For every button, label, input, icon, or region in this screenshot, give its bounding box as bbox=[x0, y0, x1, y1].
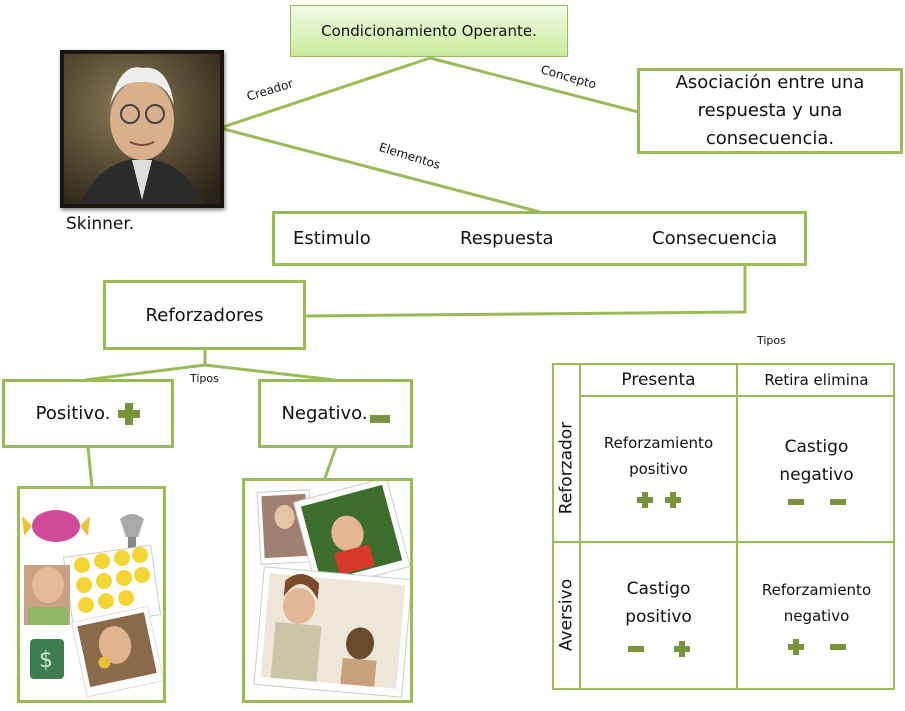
cell-negative-punishment: Castigo negativo bbox=[738, 397, 895, 541]
line-elements bbox=[219, 126, 541, 214]
row-header-aversive: Aversivo bbox=[556, 578, 577, 652]
positive-label: Positivo. bbox=[35, 403, 111, 424]
cell-positive-reinforcement-text: Reforzamiento positivo bbox=[603, 434, 714, 478]
row-header-reinforcer: Reforzador bbox=[556, 421, 577, 515]
cell-negative-punishment-text: Castigo negativo bbox=[779, 437, 854, 485]
element-stimulus: Estimulo bbox=[293, 228, 371, 249]
concept-text: Asociación entre una respuesta y una con… bbox=[675, 72, 865, 149]
elements-box: Estimulo Respuesta Consecuencia bbox=[272, 211, 807, 266]
plus-icon bbox=[664, 492, 681, 508]
line-consequence-reinforcers bbox=[304, 252, 747, 318]
cell-negative-reinforcement-text: Reforzamiento negativo bbox=[761, 580, 872, 625]
negative-collage-image bbox=[253, 476, 413, 698]
element-response: Respuesta bbox=[460, 228, 554, 249]
reinforcers-title: Reforzadores bbox=[145, 304, 264, 326]
cell-negative-reinforcement: Reforzamiento negativo bbox=[738, 543, 895, 688]
line-concept bbox=[429, 56, 639, 114]
svg-text:$: $ bbox=[39, 648, 53, 673]
line-positive-image bbox=[86, 446, 94, 488]
negative-label: Negativo. bbox=[281, 403, 368, 424]
plus-icon bbox=[636, 492, 653, 508]
minus-icon bbox=[829, 643, 846, 650]
line-creator bbox=[219, 56, 431, 130]
negative-box: Negativo. bbox=[258, 379, 413, 448]
title-text: Condicionamiento Operante. bbox=[321, 22, 537, 40]
plus-icon bbox=[787, 638, 804, 655]
col-header-removes: Retira elimina bbox=[764, 371, 869, 389]
col-header-presents: Presenta bbox=[621, 370, 696, 390]
reinforcers-box: Reforzadores bbox=[103, 280, 306, 350]
plus-icon bbox=[118, 402, 141, 425]
plus-icon bbox=[673, 640, 690, 657]
minus-icon bbox=[369, 414, 390, 423]
concept-box: Asociación entre una respuesta y una con… bbox=[637, 68, 903, 154]
line-negative-image bbox=[323, 446, 338, 479]
cell-positive-reinforcement: Reforzamiento positivo bbox=[581, 397, 736, 541]
minus-icon bbox=[829, 499, 846, 505]
positive-collage-image: $ bbox=[22, 510, 165, 698]
types-table: Presenta Retira elimina Reforzador Avers… bbox=[552, 363, 895, 690]
positive-image-box: $ bbox=[17, 486, 166, 703]
cell-positive-punishment-text: Castigo positivo bbox=[625, 578, 692, 627]
element-consequence: Consecuencia bbox=[652, 228, 778, 249]
skinner-name: Skinner. bbox=[66, 214, 135, 234]
title-box: Condicionamiento Operante. bbox=[290, 5, 568, 57]
reinforcers-types-label: Tipos bbox=[190, 372, 219, 385]
minus-icon bbox=[627, 645, 644, 652]
minus-icon bbox=[787, 499, 804, 505]
cell-positive-punishment: Castigo positivo bbox=[581, 543, 736, 688]
skinner-portrait bbox=[60, 50, 224, 208]
positive-box: Positivo. bbox=[2, 379, 174, 448]
negative-image-box bbox=[242, 476, 413, 703]
table-types-label: Tipos bbox=[757, 334, 786, 347]
